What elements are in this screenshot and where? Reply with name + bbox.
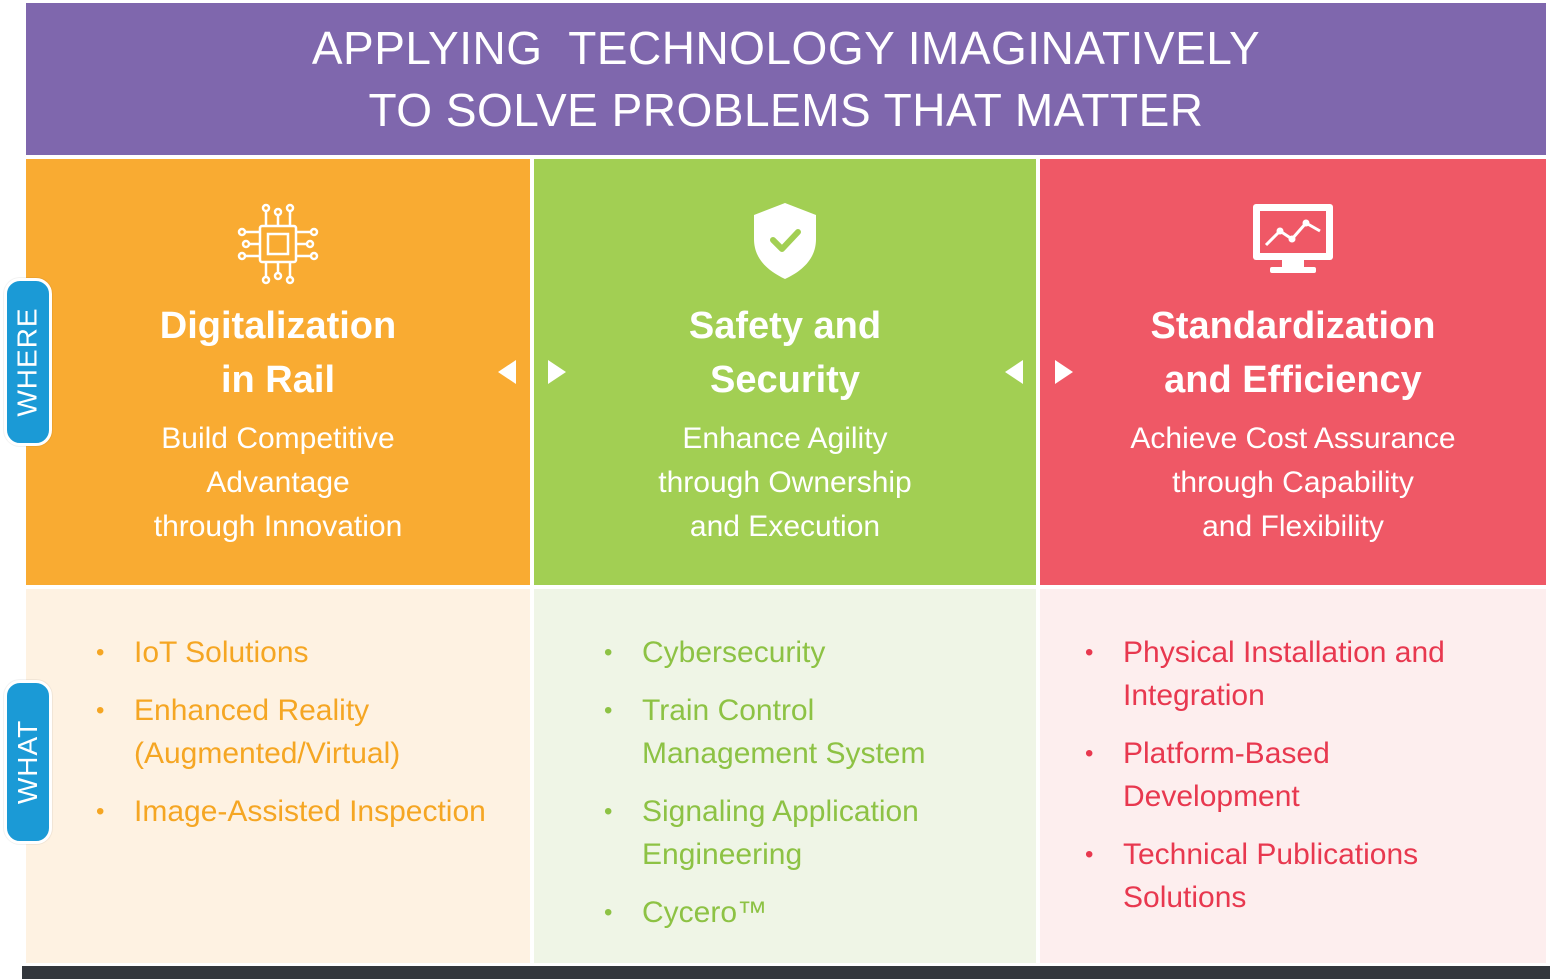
subtitle-line: Advantage: [206, 466, 350, 499]
title-line: and Efficiency: [1164, 359, 1422, 401]
what-panel-safety: Cybersecurity Train Control Management S…: [534, 589, 1036, 963]
list-item: Cybersecurity: [604, 631, 976, 674]
list-item: IoT Solutions: [96, 631, 510, 674]
shield-check-icon: [754, 203, 816, 279]
circuit-chip-icon: [237, 203, 319, 285]
arrow-left-icon: [1005, 360, 1023, 384]
title-line: Safety and: [688, 305, 882, 347]
title-line: Standardization: [1150, 305, 1436, 347]
monitor-chart-icon: [1253, 204, 1333, 273]
subtitle-line: and Execution: [689, 510, 881, 543]
what-label: WHAT: [4, 680, 52, 844]
what-label-text: WHAT: [12, 719, 44, 805]
title-line: Security: [710, 359, 860, 401]
footer-bar: [22, 966, 1550, 979]
title-line: Digitalization: [159, 305, 397, 347]
list-item: Image-Assisted Inspection: [96, 790, 510, 833]
what-panel-digitalization: IoT Solutions Enhanced Reality (Augmente…: [26, 589, 530, 963]
subtitle-line: through Capability: [1172, 466, 1414, 499]
arrow-right-icon: [1055, 360, 1073, 384]
column-title: Standardization and Efficiency: [1040, 299, 1546, 407]
where-label: WHERE: [4, 278, 52, 446]
bullet-list: Physical Installation and Integration Pl…: [1085, 631, 1456, 934]
arrow-left-icon: [498, 360, 516, 384]
subtitle-line: Enhance Agility: [682, 422, 888, 455]
banner-title-line-1: APPLYING TECHNOLOGY IMAGINATIVELY: [311, 22, 1261, 74]
column-subtitle: Achieve Cost Assurance through Capabilit…: [1040, 417, 1546, 549]
where-panel-digitalization: Digitalization in Rail Build Competitive…: [26, 159, 530, 585]
subtitle-line: through Ownership: [658, 466, 912, 499]
where-panel-safety: Safety and Security Enhance Agility thro…: [534, 159, 1036, 585]
list-item: Platform-Based Development: [1085, 732, 1456, 818]
column-title: Safety and Security: [534, 299, 1036, 407]
where-label-text: WHERE: [12, 307, 44, 417]
header-banner: APPLYING TECHNOLOGY IMAGINATIVELY TO SOL…: [26, 3, 1546, 155]
column-title: Digitalization in Rail: [26, 299, 530, 407]
list-item: Enhanced Reality (Augmented/Virtual): [96, 689, 510, 775]
subtitle-line: and Flexibility: [1202, 510, 1384, 543]
list-item: Cycero™: [604, 891, 976, 934]
list-item: Technical Publications Solutions: [1085, 833, 1456, 919]
banner-title-line-2: TO SOLVE PROBLEMS THAT MATTER: [368, 84, 1204, 136]
arrow-right-icon: [548, 360, 566, 384]
column-subtitle: Build Competitive Advantage through Inno…: [26, 417, 530, 549]
subtitle-line: through Innovation: [153, 510, 403, 543]
subtitle-line: Build Competitive: [161, 422, 395, 455]
title-line: in Rail: [220, 359, 336, 401]
where-panel-standardization: Standardization and Efficiency Achieve C…: [1040, 159, 1546, 585]
list-item: Physical Installation and Integration: [1085, 631, 1456, 717]
what-panel-standardization: Physical Installation and Integration Pl…: [1040, 589, 1546, 963]
bullet-list: IoT Solutions Enhanced Reality (Augmente…: [96, 631, 510, 848]
list-item: Signaling Application Engineering: [604, 790, 976, 876]
list-item: Train Control Management System: [604, 689, 976, 775]
column-subtitle: Enhance Agility through Ownership and Ex…: [534, 417, 1036, 549]
subtitle-line: Achieve Cost Assurance: [1130, 422, 1456, 455]
bullet-list: Cybersecurity Train Control Management S…: [604, 631, 976, 949]
